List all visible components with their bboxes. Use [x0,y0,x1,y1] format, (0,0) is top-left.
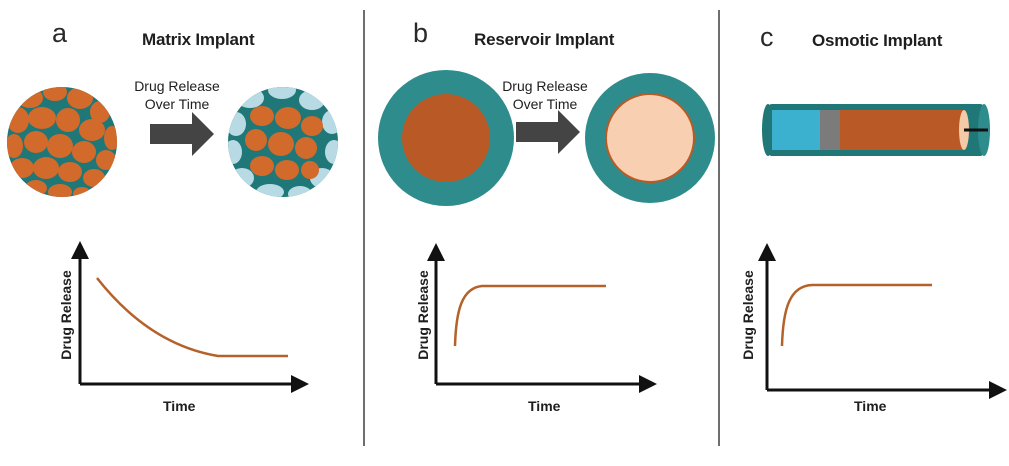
panel-b-arrow-caption-line1: Drug Release [502,78,588,94]
panel-a-arrow-caption-line2: Over Time [144,96,210,112]
panel-a-title: Matrix Implant [142,30,255,49]
matrix-implant-before [7,87,117,197]
panel-b-letter: b [413,18,429,48]
panel-c-title: Osmotic Implant [812,31,943,50]
panel-c-letter: c [760,22,774,52]
panel-b-xlabel: Time [528,398,561,414]
matrix-implant-after [228,87,338,197]
panel-b-arrow-caption-line2: Over Time [512,96,578,112]
panel-b-title: Reservoir Implant [474,30,615,49]
reservoir-implant-after [585,73,715,203]
panel-b-chart [427,243,657,393]
panel-b-arrow-caption: Drug Release Over Time [500,77,590,113]
panel-divider-1 [363,10,365,446]
panel-a-xlabel: Time [163,398,196,414]
panel-a-arrow-caption: Drug Release Over Time [132,77,222,113]
panel-b-release-curve [453,284,606,347]
panel-b-release-arrow [516,110,580,154]
panel-a-release-curve [96,277,288,358]
panel-c-xlabel: Time [854,398,887,414]
panel-c-chart [758,243,1007,399]
reservoir-implant-before [378,70,514,206]
osmotic-implant [762,104,990,156]
panel-a-chart [71,241,309,393]
panel-a-letter: a [52,18,68,48]
panel-a-release-arrow [150,112,214,156]
panel-c-release-curve [780,283,932,347]
panel-a-arrow-caption-line1: Drug Release [134,78,220,94]
panel-divider-2 [718,10,720,446]
